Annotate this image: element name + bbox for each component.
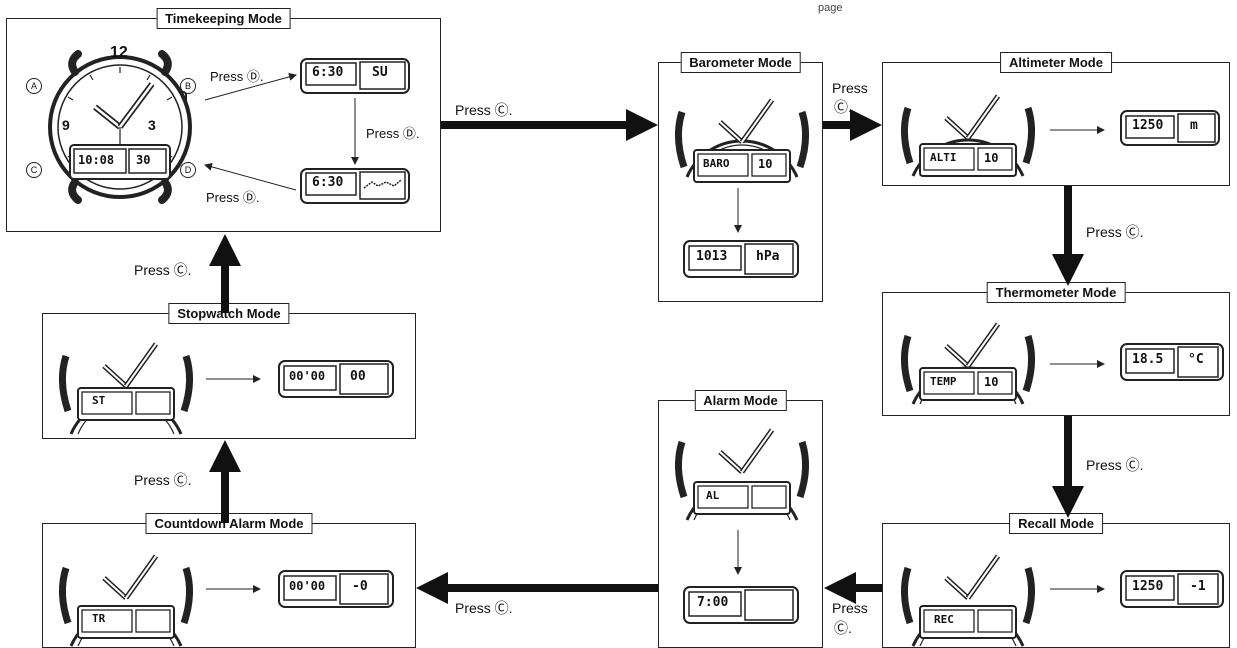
tk-watch-lcd-left: 10:08 bbox=[78, 153, 115, 167]
barometer-mode-title: Barometer Mode bbox=[680, 52, 801, 73]
alti-display bbox=[1120, 110, 1220, 146]
stopwatch-display bbox=[278, 360, 394, 398]
alarm-watch bbox=[675, 428, 809, 521]
countdown-arrow bbox=[206, 585, 261, 593]
alti-watch-right: 10 bbox=[984, 151, 999, 165]
alarm-arrow bbox=[734, 530, 742, 575]
stopwatch-display-left: 00'00 bbox=[289, 369, 326, 383]
alarm-mode-title: Alarm Mode bbox=[694, 390, 787, 411]
press-c-timekeeping: Press Ⓒ. bbox=[134, 262, 192, 278]
press-c-baro: Press Ⓒ. bbox=[455, 102, 513, 118]
thermo-display-left: 18.5 bbox=[1132, 352, 1164, 367]
tk-press-d-2: Press Ⓓ. bbox=[366, 126, 420, 141]
tk-display-1-right: SU bbox=[372, 65, 388, 80]
recall-display-left: 1250 bbox=[1132, 579, 1164, 594]
alarm-watch-left: AL bbox=[706, 489, 720, 502]
alti-arrow bbox=[1050, 126, 1105, 134]
recall-display bbox=[1120, 570, 1224, 608]
thermometer-watch bbox=[901, 322, 1035, 405]
thermo-watch-left: TEMP bbox=[930, 375, 957, 388]
baro-display-right: hPa bbox=[756, 249, 780, 264]
thermometer-mode-title: Thermometer Mode bbox=[986, 282, 1126, 303]
baro-arrow bbox=[734, 188, 742, 233]
countdown-display bbox=[278, 570, 394, 608]
press-c-recall: Press Ⓒ. bbox=[1086, 457, 1144, 473]
press-c-thermo: Press Ⓒ. bbox=[1086, 224, 1144, 240]
recall-mode-title: Recall Mode bbox=[1009, 513, 1103, 534]
page-label: page bbox=[818, 2, 843, 14]
stopwatch-watch-left: ST bbox=[92, 394, 106, 407]
stopwatch-arrow bbox=[206, 375, 261, 383]
altimeter-watch bbox=[901, 94, 1035, 177]
dial-nine: 9 bbox=[62, 117, 70, 133]
alarm-display bbox=[683, 586, 799, 624]
thermo-display bbox=[1120, 343, 1224, 381]
press-c-countdown: Press Ⓒ. bbox=[455, 600, 513, 616]
recall-arrow bbox=[1050, 585, 1105, 593]
baro-watch-left: BARO bbox=[703, 157, 730, 170]
tk-display-2 bbox=[300, 168, 410, 204]
stopwatch-watch bbox=[59, 342, 193, 435]
press-c-alti: Ⓒ. bbox=[834, 99, 852, 115]
tk-press-d-3: Press Ⓓ. bbox=[206, 190, 260, 205]
dial-three: 3 bbox=[148, 117, 156, 133]
tk-display-1 bbox=[300, 58, 410, 94]
alti-display-right: m bbox=[1190, 118, 1198, 133]
press-c-alarm: Ⓒ. bbox=[834, 620, 852, 636]
altimeter-mode-title: Altimeter Mode bbox=[1000, 52, 1112, 73]
countdown-display-left: 00'00 bbox=[289, 579, 326, 593]
button-b-label: B bbox=[180, 78, 196, 94]
thermo-watch-right: 10 bbox=[984, 375, 999, 389]
button-d-label: D bbox=[180, 162, 196, 178]
tk-watch-lcd-right: 30 bbox=[136, 153, 151, 167]
thermo-arrow bbox=[1050, 360, 1105, 368]
press-word-alti: Press bbox=[832, 80, 868, 96]
recall-watch-left: REC bbox=[934, 613, 954, 626]
countdown-watch-left: TR bbox=[92, 612, 106, 625]
barometer-watch bbox=[675, 98, 809, 183]
countdown-display-right: -0 bbox=[352, 579, 368, 594]
tk-arrows bbox=[204, 72, 359, 191]
alti-display-left: 1250 bbox=[1132, 118, 1164, 133]
baro-display bbox=[683, 240, 799, 278]
baro-watch-right: 10 bbox=[758, 157, 773, 171]
press-word-alarm: Press bbox=[832, 600, 868, 616]
tk-display-1-left: 6:30 bbox=[312, 65, 344, 80]
tk-display-2-left: 6:30 bbox=[312, 175, 344, 190]
recall-display-right: -1 bbox=[1190, 579, 1206, 594]
timekeeping-mode-title: Timekeeping Mode bbox=[156, 8, 291, 29]
baro-display-left: 1013 bbox=[696, 249, 728, 264]
stopwatch-display-right: 00 bbox=[350, 369, 366, 384]
alarm-display-left: 7:00 bbox=[697, 595, 729, 610]
press-c-stopwatch: Press Ⓒ. bbox=[134, 472, 192, 488]
countdown-mode-title: Countdown Alarm Mode bbox=[145, 513, 313, 534]
timekeeping-watch bbox=[48, 50, 192, 204]
alti-watch-left: ALTI bbox=[930, 151, 957, 164]
thermo-display-right: °C bbox=[1188, 352, 1204, 367]
countdown-watch bbox=[59, 554, 193, 647]
recall-watch bbox=[901, 554, 1035, 647]
button-c-label: C bbox=[26, 162, 42, 178]
tk-press-d-1: Press Ⓓ. bbox=[210, 69, 264, 84]
dial-twelve: 12 bbox=[110, 44, 128, 61]
button-a-label: A bbox=[26, 78, 42, 94]
